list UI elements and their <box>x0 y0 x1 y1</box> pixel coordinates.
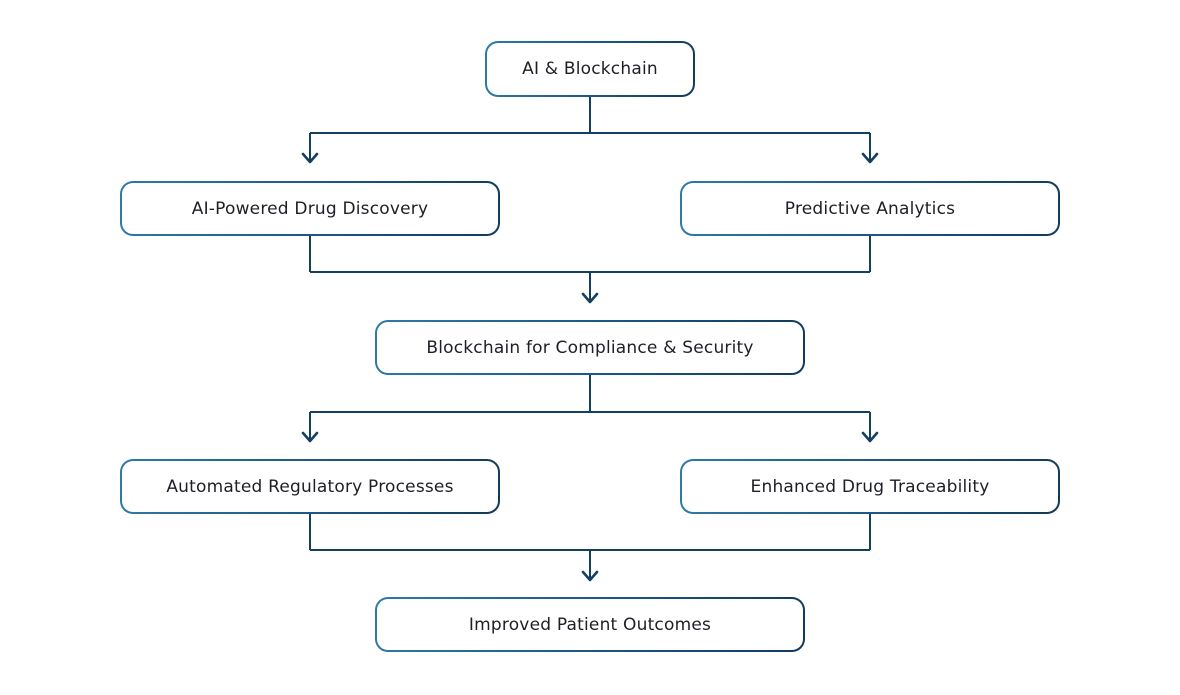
arrow-down-icon <box>301 431 319 443</box>
node-improved-patient-outcomes: Improved Patient Outcomes <box>375 597 805 652</box>
arrow-down-icon <box>581 292 599 304</box>
node-label: AI-Powered Drug Discovery <box>191 198 429 219</box>
node-blockchain-compliance-security: Blockchain for Compliance & Security <box>375 320 805 375</box>
node-ai-blockchain: AI & Blockchain <box>485 41 695 97</box>
arrow-down-icon <box>861 431 879 443</box>
arrow-down-icon <box>301 152 319 164</box>
node-enhanced-drug-traceability: Enhanced Drug Traceability <box>680 459 1060 514</box>
node-predictive-analytics: Predictive Analytics <box>680 181 1060 236</box>
node-label: Blockchain for Compliance & Security <box>426 337 754 358</box>
node-label: Enhanced Drug Traceability <box>750 476 990 497</box>
node-label: Predictive Analytics <box>784 198 956 219</box>
node-ai-powered-drug-discovery: AI-Powered Drug Discovery <box>120 181 500 236</box>
arrow-down-icon <box>861 152 879 164</box>
node-automated-regulatory-processes: Automated Regulatory Processes <box>120 459 500 514</box>
node-label: AI & Blockchain <box>522 59 658 79</box>
arrow-down-icon <box>581 570 599 582</box>
node-label: Automated Regulatory Processes <box>166 476 454 497</box>
node-label: Improved Patient Outcomes <box>468 614 712 635</box>
